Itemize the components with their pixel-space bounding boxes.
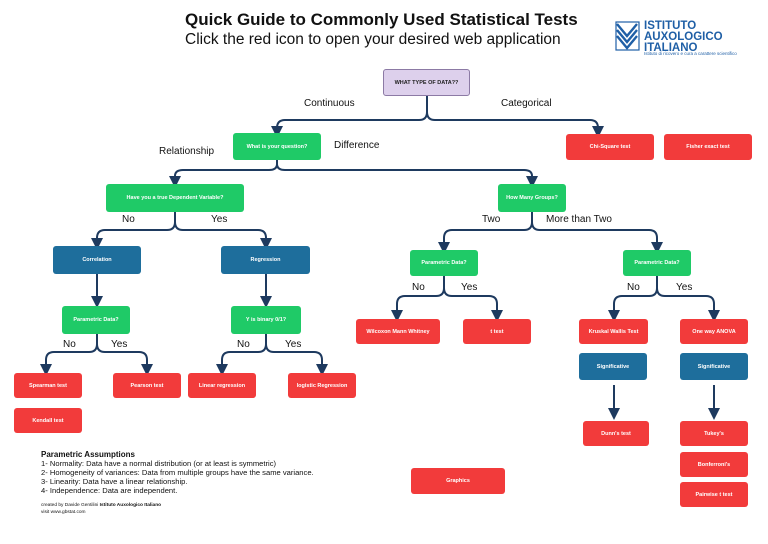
chi-square-test-button[interactable]: Chi-Square test xyxy=(566,134,654,160)
connector-root-right xyxy=(426,111,604,138)
credit-author: created by Davide Gentilini xyxy=(41,503,99,508)
label-yes-dv: Yes xyxy=(211,214,228,225)
fisher-exact-test-button[interactable]: Fisher exact test xyxy=(664,134,752,160)
assumption-item: 1- Normality: Data have a normal distrib… xyxy=(41,459,277,468)
spearman-test-button[interactable]: Spearman test xyxy=(14,373,82,398)
page-title: Quick Guide to Commonly Used Statistical… xyxy=(185,10,578,29)
kendall-test-button[interactable]: Kendall test xyxy=(14,408,82,433)
connector-groups-right xyxy=(531,221,663,254)
label-yes-param-two: Yes xyxy=(461,282,478,293)
label-categorical: Categorical xyxy=(501,98,552,109)
connector-pc-right xyxy=(96,343,153,376)
label-no-correlation: No xyxy=(63,339,76,350)
logo-line-3: ITALIANO xyxy=(644,42,698,54)
connector-bin-right xyxy=(265,343,328,376)
significative-left-node: Significative xyxy=(579,353,647,380)
parametric-assumptions: Parametric Assumptions 1- Normality: Dat… xyxy=(41,450,314,495)
kruskal-wallis-button[interactable]: Kruskal Wallis Test xyxy=(579,319,648,344)
credit-org: Istituto Auxologico Italiano xyxy=(99,503,162,508)
assumptions-heading: Parametric Assumptions xyxy=(41,450,135,459)
parametric-data-correlation-node: Parametric Data? xyxy=(62,306,130,334)
auxologico-logo xyxy=(615,21,640,51)
graphics-button[interactable]: Graphics xyxy=(411,468,505,494)
label-continuous: Continuous xyxy=(304,98,355,109)
logo-tagline: Istituto di ricovero e cura a carattere … xyxy=(644,51,737,56)
one-way-anova-button[interactable]: One way ANOVA xyxy=(680,319,748,344)
credit: created by Davide Gentilini Istituto Aux… xyxy=(41,503,161,516)
assumption-item: 2- Homogeneity of variances: Data from m… xyxy=(41,468,314,477)
label-more-than-two-groups: More than Two xyxy=(546,214,612,225)
how-many-groups-node: How Many Groups? xyxy=(498,184,566,212)
t-test-button[interactable]: t test xyxy=(463,319,531,344)
page-subtitle: Click the red icon to open your desired … xyxy=(185,31,561,48)
assumption-item: 4- Independence: Data are independent. xyxy=(41,486,178,495)
label-no-dv: No xyxy=(122,214,135,225)
label-no-param-more: No xyxy=(627,282,640,293)
pearson-test-button[interactable]: Pearson test xyxy=(113,373,181,398)
connector-dv-right xyxy=(174,221,272,250)
label-no-param-two: No xyxy=(412,282,425,293)
assumption-item: 3- Linearity: Data have a linear relatio… xyxy=(41,477,188,486)
label-difference: Difference xyxy=(334,140,380,151)
significative-right-node: Significative xyxy=(680,353,748,380)
logistic-regression-button[interactable]: logistic Regression xyxy=(288,373,356,398)
connector-question-right xyxy=(276,163,538,188)
label-no-binary: No xyxy=(237,339,250,350)
label-yes-binary: Yes xyxy=(285,339,302,350)
connector-question-left xyxy=(169,160,278,188)
root-node: WHAT TYPE OF DATA?? xyxy=(383,69,470,96)
linear-regression-button[interactable]: Linear regression xyxy=(188,373,256,398)
label-yes-param-more: Yes xyxy=(676,282,693,293)
bonferronis-test-button[interactable]: Bonferroni's xyxy=(680,452,748,477)
dunns-test-button[interactable]: Dunn's test xyxy=(583,421,649,446)
wilcoxon-mann-whitney-button[interactable]: Wilcoxon Mann Whitney xyxy=(356,319,440,344)
regression-node: Regression xyxy=(221,246,310,274)
parametric-data-more-node: Parametric Data? xyxy=(623,250,691,276)
tukeys-test-button[interactable]: Tukey's xyxy=(680,421,748,446)
logo-wordmark: ISTITUTO AUXOLOGICO ITALIANO xyxy=(644,20,723,54)
label-relationship: Relationship xyxy=(159,146,215,157)
connector-p2-right xyxy=(443,287,503,322)
parametric-data-two-node: Parametric Data? xyxy=(410,250,478,276)
credit-visit: visit www.gbstat.com xyxy=(41,509,86,515)
true-dv-node: Have you a true Dependent Variable? xyxy=(106,184,244,212)
connector-dv-left xyxy=(91,212,176,250)
connector-pm-right xyxy=(656,287,720,322)
logo-line-2: AUXOLOGICO xyxy=(644,31,723,43)
y-binary-node: Y is binary 0/1? xyxy=(231,306,301,334)
pairwise-t-test-button[interactable]: Pairwise t test xyxy=(680,482,748,507)
label-two-groups: Two xyxy=(482,214,501,225)
question-node: What is your question? xyxy=(233,133,321,160)
label-yes-correlation: Yes xyxy=(111,339,128,350)
correlation-node: Correlation xyxy=(53,246,141,274)
logo-line-1: ISTITUTO xyxy=(644,20,697,32)
